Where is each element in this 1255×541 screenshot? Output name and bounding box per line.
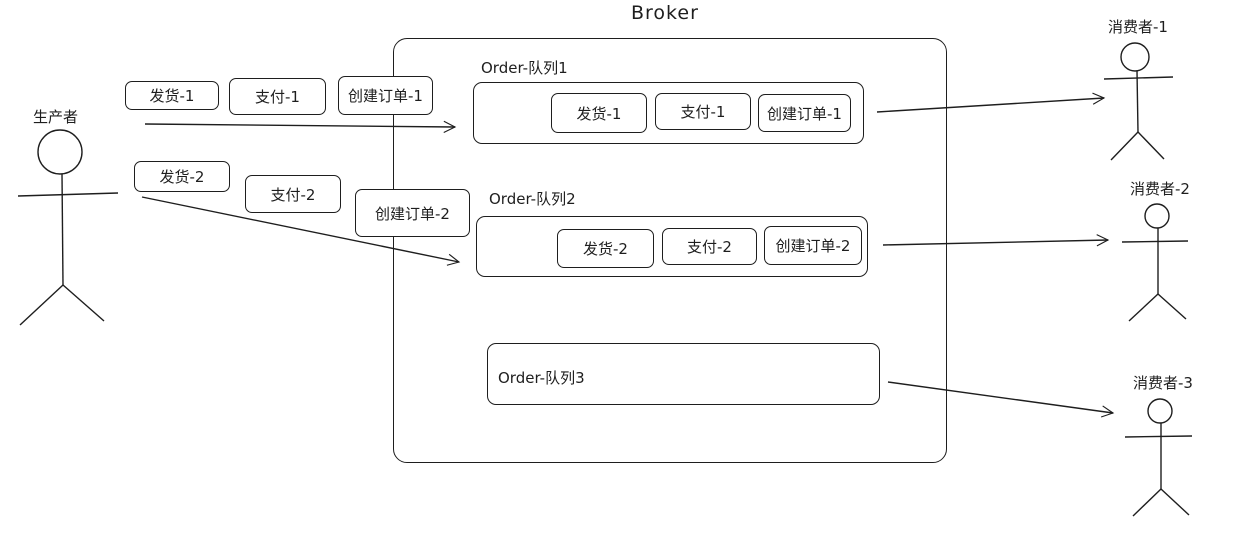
consumer-figure-2 <box>1121 203 1189 322</box>
transit-message-2-create-order: 创建订单-2 <box>355 189 470 237</box>
transit-message-1-ship: 发货-1 <box>125 81 219 110</box>
arrow-producer-to-queue1 <box>144 120 457 133</box>
transit-message-2-pay: 支付-2 <box>245 175 341 213</box>
arrow-queue3-to-consumer3 <box>887 381 1115 418</box>
queue2-box <box>476 216 868 277</box>
queue3-label: Order-队列3 <box>498 369 585 387</box>
consumer-figure-1 <box>1103 42 1174 161</box>
queue3-box <box>487 343 880 405</box>
queue1-box <box>473 82 864 144</box>
arrow-queue2-to-consumer2 <box>882 234 1110 247</box>
arrow-queue1-to-consumer1 <box>876 92 1106 113</box>
queue2-message-create-order: 创建订单-2 <box>764 226 862 265</box>
consumer3-label: 消费者-3 <box>1133 374 1193 392</box>
queue1-message-pay: 支付-1 <box>655 93 751 130</box>
consumer-figure-3 <box>1124 398 1193 517</box>
queue1-message-create-order: 创建订单-1 <box>758 94 851 132</box>
queue1-label: Order-队列1 <box>481 59 568 77</box>
broker-title: Broker <box>631 2 699 24</box>
queue1-message-ship: 发货-1 <box>551 93 647 133</box>
queue2-message-ship: 发货-2 <box>557 229 654 268</box>
transit-message-2-ship: 发货-2 <box>134 161 230 192</box>
consumer1-label: 消费者-1 <box>1108 18 1168 36</box>
transit-message-1-create-order: 创建订单-1 <box>338 76 433 115</box>
transit-message-1-pay: 支付-1 <box>229 78 326 115</box>
consumer2-label: 消费者-2 <box>1130 180 1190 198</box>
broker-panel <box>393 38 947 463</box>
queue2-label: Order-队列2 <box>489 190 576 208</box>
arrow-producer-to-queue2 <box>141 196 461 266</box>
producer-figure <box>17 129 119 326</box>
queue2-message-pay: 支付-2 <box>662 228 757 265</box>
producer-label: 生产者 <box>33 108 79 126</box>
